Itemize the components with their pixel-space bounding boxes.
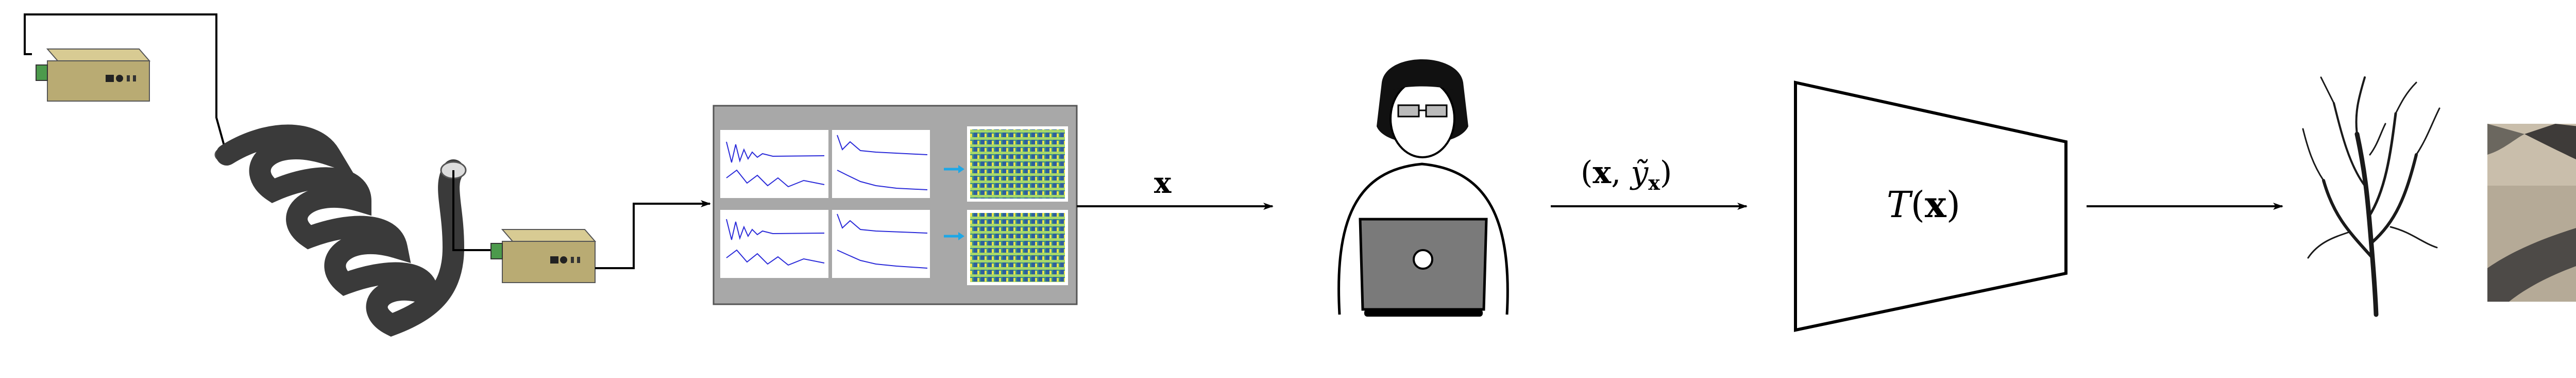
spectrum-plot (832, 210, 930, 278)
paren-close: ) (1659, 155, 1672, 191)
signal-device-icon (36, 48, 151, 102)
wire-top (24, 13, 228, 155)
input-x: x (1154, 166, 1172, 200)
transform-x: x (1925, 183, 1946, 226)
heatmap-matrix (967, 126, 1068, 202)
paren-open: ( (1581, 155, 1593, 191)
spectrum-plot (720, 210, 828, 278)
damaged-cable-photo (2487, 124, 2576, 302)
pair-separator: , (1611, 155, 1631, 191)
spectrum-plots-panel (713, 105, 1078, 305)
tree-branch-icon (2302, 76, 2441, 317)
pair-x: x (1592, 155, 1612, 191)
transform-label: T(x) (1887, 183, 1960, 226)
data-acquisition-group (24, 13, 711, 337)
pair-y-subscript: x (1648, 171, 1660, 194)
wire-bottom (452, 170, 492, 251)
input-label: x (1154, 166, 1171, 200)
coiled-cable-icon (214, 124, 467, 337)
arrow-to-processing (595, 200, 711, 269)
transform-paren-open: ( (1910, 184, 1925, 226)
transform-fn: T (1887, 184, 1911, 226)
transform-paren-close: ) (1946, 184, 1961, 226)
spectrum-plot (832, 130, 930, 198)
glasses-icon (1397, 104, 1420, 118)
spectrum-plot (720, 130, 828, 198)
signal-device-icon (490, 229, 597, 283)
pair-label: (x, ỹx) (1581, 155, 1672, 194)
trapezoid-transformer (1794, 80, 2067, 332)
pair-y-tilde: ỹ (1631, 155, 1649, 191)
person-with-laptop-icon (1337, 59, 1509, 317)
heatmap-matrix (967, 210, 1068, 285)
